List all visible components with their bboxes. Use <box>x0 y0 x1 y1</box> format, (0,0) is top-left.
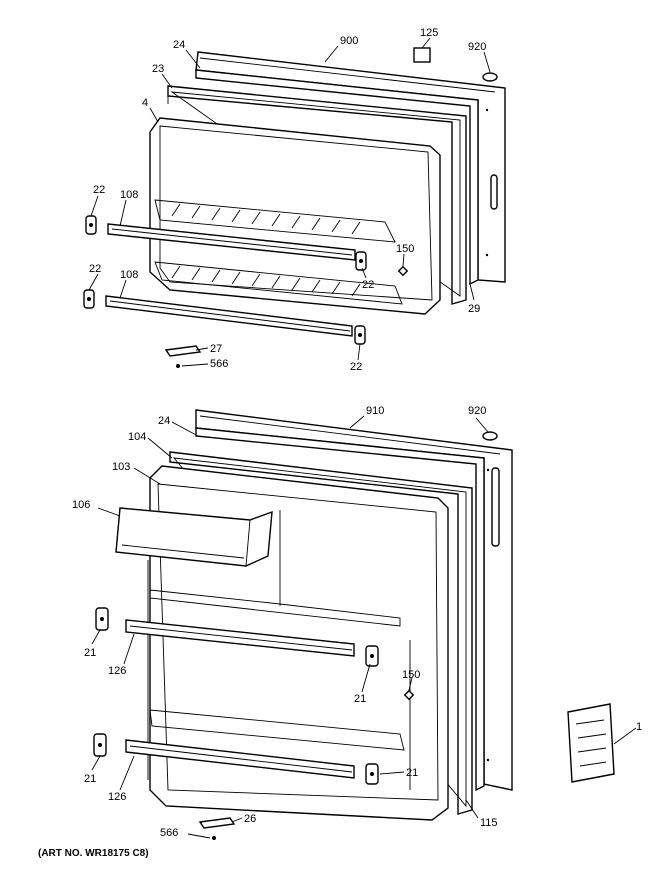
fresh-food-door-assembly <box>93 409 615 840</box>
callout-4: 4 <box>142 97 148 109</box>
fresh-food-screw-150 <box>403 689 415 701</box>
callout-27: 27 <box>210 343 222 355</box>
freezer-door-stop <box>482 72 498 82</box>
callout-21-upper-left: 21 <box>84 647 96 659</box>
callout-22-lower-right: 22 <box>350 361 362 373</box>
callout-126-upper: 126 <box>108 665 126 677</box>
freezer-shelf-bracket-left-lower <box>83 289 95 309</box>
fresh-food-shelf-bar-upper <box>125 619 355 657</box>
callout-106: 106 <box>72 499 90 511</box>
callout-21-lower-right: 21 <box>406 767 418 779</box>
callout-24-bottom: 24 <box>158 415 170 427</box>
lower-shelf-ribs <box>171 265 361 297</box>
freezer-shelf-bar-lower <box>105 295 353 337</box>
callout-22-upper-left: 22 <box>93 184 105 196</box>
callout-22-lower-left: 22 <box>89 263 101 275</box>
callout-920-bottom: 920 <box>468 405 486 417</box>
callout-566-bottom: 566 <box>160 827 178 839</box>
callout-920-top: 920 <box>468 41 486 53</box>
callout-126-lower: 126 <box>108 791 126 803</box>
fresh-food-bracket-left-lower <box>93 733 107 757</box>
use-and-care-manual <box>567 703 615 783</box>
callout-104: 104 <box>128 431 146 443</box>
callout-24-top: 24 <box>173 39 185 51</box>
fresh-food-outer-door-panel <box>195 409 513 792</box>
freezer-shelf-bracket-right-upper <box>355 251 367 271</box>
fresh-food-bracket-right-lower <box>365 763 379 785</box>
fresh-food-door-stop <box>482 431 498 441</box>
freezer-plug-button <box>413 47 431 63</box>
freezer-door-assembly <box>83 47 506 368</box>
callout-26: 26 <box>244 813 256 825</box>
callout-125: 125 <box>420 27 438 39</box>
callout-21-upper-right: 21 <box>354 693 366 705</box>
fresh-food-bracket-left-upper <box>95 607 109 631</box>
callout-108-upper: 108 <box>120 189 138 201</box>
fresh-food-hinge-pad <box>198 817 236 840</box>
freezer-shelf-bar-upper <box>107 223 356 261</box>
callout-115: 115 <box>480 817 498 829</box>
art-number-caption: (ART NO. WR18175 C8) <box>38 848 149 859</box>
fresh-food-bracket-right-upper <box>365 645 379 667</box>
callout-23: 23 <box>152 63 164 75</box>
freezer-shelf-bracket-right-lower <box>354 325 366 345</box>
freezer-hinge-pad <box>164 345 202 368</box>
callout-910: 910 <box>366 405 384 417</box>
callout-21-lower-left: 21 <box>84 773 96 785</box>
callout-22-upper-right: 22 <box>362 279 374 291</box>
callout-labels: 900 125 920 24 23 4 22 108 22 108 150 22… <box>72 27 642 839</box>
callout-108-lower: 108 <box>120 269 138 281</box>
callout-150-top: 150 <box>396 243 414 255</box>
freezer-shelf-bracket-left-upper <box>85 215 97 235</box>
freezer-inner-liner <box>149 117 441 315</box>
callout-1: 1 <box>636 721 642 733</box>
callout-103: 103 <box>112 461 130 473</box>
callout-leaders <box>88 37 637 839</box>
callout-29: 29 <box>468 303 480 315</box>
callout-150-bottom: 150 <box>402 669 420 681</box>
freezer-screw-150 <box>397 265 409 277</box>
callout-900: 900 <box>340 35 358 47</box>
callout-566-top: 566 <box>210 358 228 370</box>
fresh-food-shelf-bar-lower <box>125 739 355 779</box>
freezer-outer-door-panel <box>195 51 506 286</box>
dairy-compartment-door <box>115 507 273 567</box>
upper-shelf-ribs <box>171 203 361 235</box>
